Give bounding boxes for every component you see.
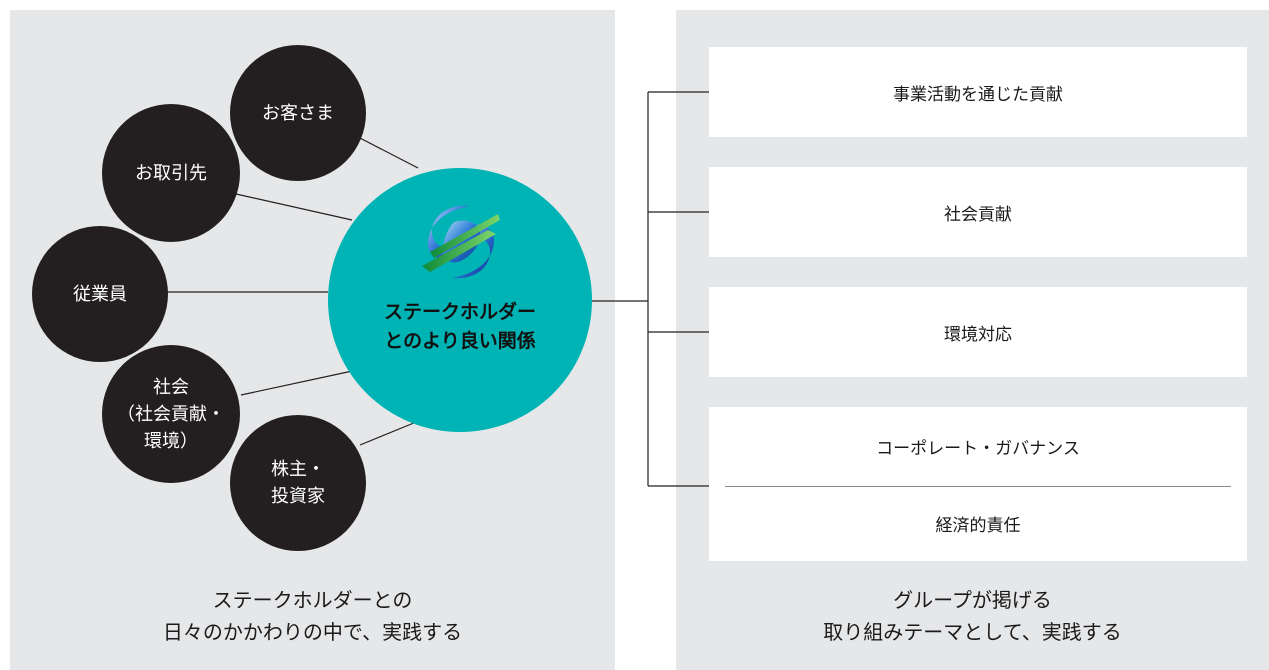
right-caption: グループが掲げる 取り組みテーマとして、実践する (823, 588, 1122, 644)
left-caption: ステークホルダーとの 日々のかかわりの中で、実践する (162, 588, 463, 644)
stakeholder-society: 社会 （社会貢献・ 環境） (102, 345, 240, 483)
theme-box-social-contribution: 社会貢献 (709, 167, 1247, 257)
stakeholder-partners: お取引先 (102, 104, 240, 242)
theme-label: コーポレート・ガバナンス (876, 439, 1080, 459)
theme-box-business: 事業活動を通じた貢献 (709, 47, 1247, 137)
stakeholder-shareholders: 株主・ 投資家 (230, 415, 366, 551)
theme-divider (725, 486, 1231, 487)
theme-box-governance: コーポレート・ガバナンス 経済的責任 (709, 407, 1247, 561)
stakeholder-employees: 従業員 (32, 226, 168, 362)
company-logo-icon (422, 205, 500, 279)
theme-box-environment: 環境対応 (709, 287, 1247, 377)
theme-label: 事業活動を通じた貢献 (893, 85, 1063, 105)
spoke-line-partners (235, 193, 353, 221)
theme-label: 環境対応 (944, 325, 1012, 345)
hub-label: ステークホルダー とのより良い関係 (383, 301, 536, 352)
stakeholder-customers: お客さま (230, 45, 366, 181)
theme-sub-label: 経済的責任 (935, 516, 1021, 536)
hub-circle: ステークホルダー とのより良い関係 (328, 168, 592, 432)
theme-label: 社会貢献 (944, 205, 1012, 225)
spoke-line-customers (357, 136, 419, 169)
spoke-line-society (240, 369, 358, 396)
